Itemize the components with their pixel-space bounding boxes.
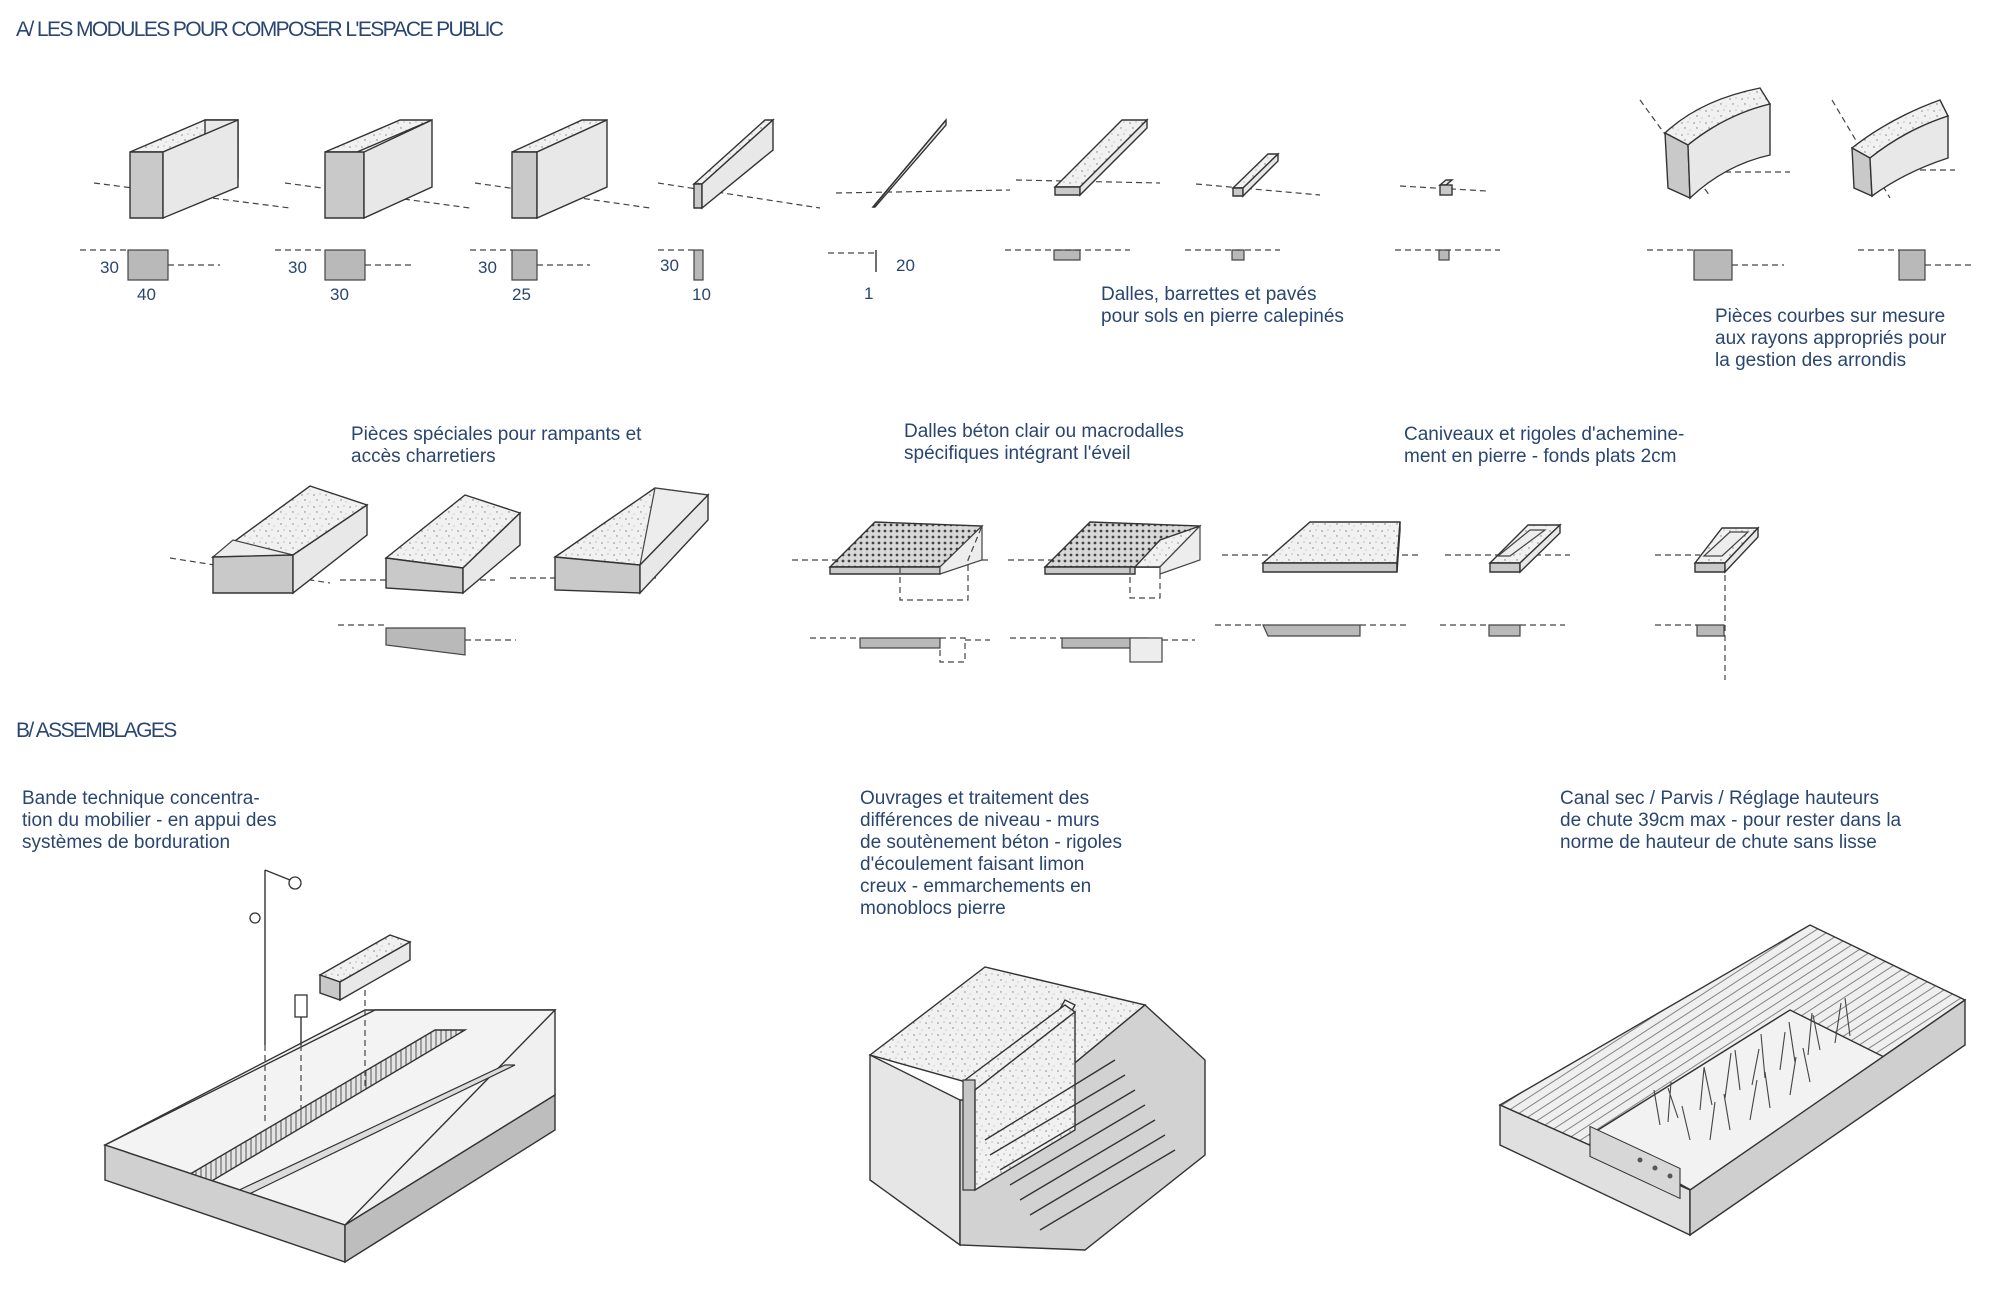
section-profile-macro (1262, 624, 1361, 637)
caption-ouvrages-line6: monoblocs pierre (860, 898, 1006, 919)
module-pave (1395, 179, 1500, 261)
caption-bande-technique: Bande technique concentra- (22, 788, 260, 809)
caption-canal-sec-line3: norme de hauteur de chute sans lisse (1560, 832, 1877, 853)
section-profile-dalle (1053, 249, 1081, 261)
section-profile-pave (1438, 249, 1450, 261)
caption-courbes-line3: la gestion des arrondis (1715, 350, 1906, 371)
dim-height: 20 (896, 256, 915, 275)
caption-ouvrages-line2: différences de niveau - murs (860, 810, 1099, 831)
module-bordure-40: 30 40 (80, 118, 291, 304)
section-b-title: B/ ASSEMBLAGES (16, 719, 177, 742)
module-bordure-25: 30 25 (470, 118, 651, 304)
caption-dalles: Dalles, barrettes et pavés (1101, 284, 1316, 305)
section-profile-barrette (1231, 249, 1245, 261)
section-profile-courbe-etroite (1898, 249, 1926, 281)
caption-canal-sec-line2: de chute 39cm max - pour rester dans la (1560, 810, 1902, 831)
section-a-title: A/ LES MODULES POUR COMPOSER L'ESPACE PU… (16, 18, 504, 41)
caption-dalles-beton: Dalles béton clair ou macrodalles (904, 421, 1184, 442)
module-bordure-30: 30 30 (275, 118, 471, 304)
module-barrette (1185, 152, 1321, 261)
module-courbe-etroite (1831, 99, 1975, 281)
dalle-eveil-2 (1008, 521, 1202, 663)
caption-caniveaux: Caniveaux et rigoles d'achemine- (1404, 424, 1684, 445)
caniveau-1 (1440, 523, 1570, 637)
module-plat-1: 20 1 (828, 118, 1011, 303)
assemblage-canal-sec (1498, 924, 1967, 1237)
dim-height: 30 (660, 256, 679, 275)
caption-canal-sec: Canal sec / Parvis / Réglage hauteurs (1560, 788, 1879, 809)
caniveau-2 (1655, 526, 1760, 680)
module-bordure-10: 30 10 (657, 118, 821, 304)
caption-bande-technique-line3: systèmes de borduration (22, 832, 230, 853)
caption-ouvrages-line4: d'écoulement faisant limon (860, 854, 1084, 875)
caption-pieces-speciales: Pièces spéciales pour rampants et (351, 424, 642, 445)
dim-width: 30 (330, 285, 349, 304)
caption-courbes: Pièces courbes sur mesure (1715, 306, 1945, 327)
section-profile-30 (324, 249, 366, 281)
section-profile-rampant (385, 627, 466, 656)
dim-height: 30 (478, 258, 497, 277)
dalle-eveil-1 (792, 521, 990, 663)
module-dalle (1005, 118, 1161, 261)
dim-height: 30 (288, 258, 307, 277)
section-profile-caniveau (1488, 624, 1521, 637)
dim-width: 1 (864, 284, 873, 303)
caption-courbes-line2: aux rayons appropriés pour (1715, 328, 1947, 349)
section-profile-courbe-large (1693, 249, 1733, 281)
dim-width: 10 (692, 285, 711, 304)
piece-rampant-1 (169, 485, 369, 595)
section-profile-10 (693, 249, 704, 281)
section-profile-40 (127, 249, 169, 281)
piece-rampant-2 (338, 494, 522, 656)
piece-rampant-3 (510, 487, 710, 595)
caption-bande-technique-line2: tion du mobilier - en appui des (22, 810, 277, 831)
caption-ouvrages-line3: de soutènement béton - rigoles (860, 832, 1122, 853)
assemblage-escalier (868, 966, 1206, 1251)
caption-ouvrages: Ouvrages et traitement des (860, 788, 1089, 809)
caption-dalles-beton-line2: spécifiques intégrant l'éveil (904, 443, 1130, 464)
section-profile-eveil (859, 637, 941, 649)
assemblage-bande-technique (103, 869, 557, 1264)
caption-pieces-speciales-line2: accès charretiers (351, 446, 496, 467)
section-profile-caniveau-2 (1696, 624, 1725, 637)
caption-ouvrages-line5: creux - emmarchements en (860, 876, 1091, 897)
dim-width: 25 (512, 285, 531, 304)
dim-height: 30 (100, 258, 119, 277)
dalle-macro (1215, 521, 1420, 637)
module-courbe-large (1639, 87, 1790, 281)
caption-caniveaux-line2: ment en pierre - fonds plats 2cm (1404, 446, 1676, 467)
dim-width: 40 (137, 285, 156, 304)
caption-dalles-line2: pour sols en pierre calepinés (1101, 306, 1344, 327)
section-profile-25 (511, 249, 538, 281)
